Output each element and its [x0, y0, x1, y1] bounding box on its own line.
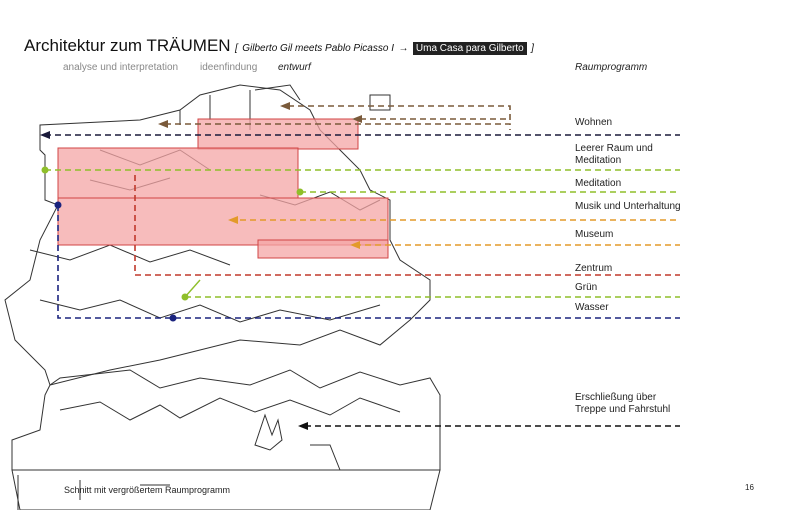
nav-heading-raumprogramm: Raumprogramm	[575, 62, 648, 73]
line-wohnen-3	[165, 123, 511, 130]
page-number: 16	[745, 483, 754, 492]
line-wohnen-1	[288, 105, 511, 120]
title-subtitle: Gilberto Gil meets Pablo Picasso I	[242, 43, 394, 54]
arrowhead-icon	[298, 422, 308, 430]
arrowheads	[40, 102, 362, 430]
nav-item-entwurf[interactable]: entwurf	[278, 62, 311, 73]
line-zentrum	[134, 175, 680, 276]
node-dot	[169, 314, 177, 322]
line-gruen-diagonal	[184, 279, 201, 298]
label-meditation: Meditation	[575, 178, 622, 189]
nav-item-analyse[interactable]: analyse und interpretation	[63, 62, 179, 73]
arrowhead-icon	[228, 216, 238, 224]
arrow-right-icon: →	[398, 43, 409, 54]
node-dot	[41, 166, 49, 174]
arrowhead-icon	[280, 102, 290, 110]
arrowhead-icon	[352, 115, 362, 123]
nav-item-ideenfindung[interactable]: ideenfindung	[200, 62, 258, 73]
arrowhead-icon	[158, 120, 168, 128]
line-wasser	[57, 205, 680, 319]
title-main: Architektur zum TRÄUMEN	[24, 36, 231, 55]
arrowhead-icon	[40, 131, 50, 139]
title-bracket-open: [	[235, 43, 238, 54]
label-leerer-raum: Leerer Raum und Meditation	[575, 143, 653, 166]
building-sketch	[4, 84, 441, 510]
label-wasser: Wasser	[575, 302, 609, 313]
page-title: Architektur zum TRÄUMEN [ Gilberto Gil m…	[24, 36, 534, 56]
room-lower-block	[57, 197, 389, 246]
label-gruen: Grün	[575, 282, 598, 293]
label-zentrum: Zentrum	[575, 263, 613, 274]
room-lower-extension	[257, 239, 389, 259]
program-highlight	[57, 118, 389, 259]
title-highlight: Uma Casa para Gilberto	[412, 42, 527, 55]
label-erschliessung: Erschließung über Treppe und Fahrstuhl	[575, 392, 671, 415]
node-dot	[54, 201, 62, 209]
title-bracket-close: ]	[531, 43, 534, 54]
arrowhead-icon	[350, 241, 360, 249]
room-middle-block	[57, 147, 299, 199]
label-wohnen: Wohnen	[575, 117, 613, 128]
label-museum: Museum	[575, 229, 614, 240]
program-lines	[45, 105, 680, 427]
figure-caption: Schnitt mit vergrößertem Raumprogramm	[64, 485, 231, 495]
node-dot	[296, 188, 304, 196]
label-musik: Musik und Unterhaltung	[575, 201, 681, 212]
